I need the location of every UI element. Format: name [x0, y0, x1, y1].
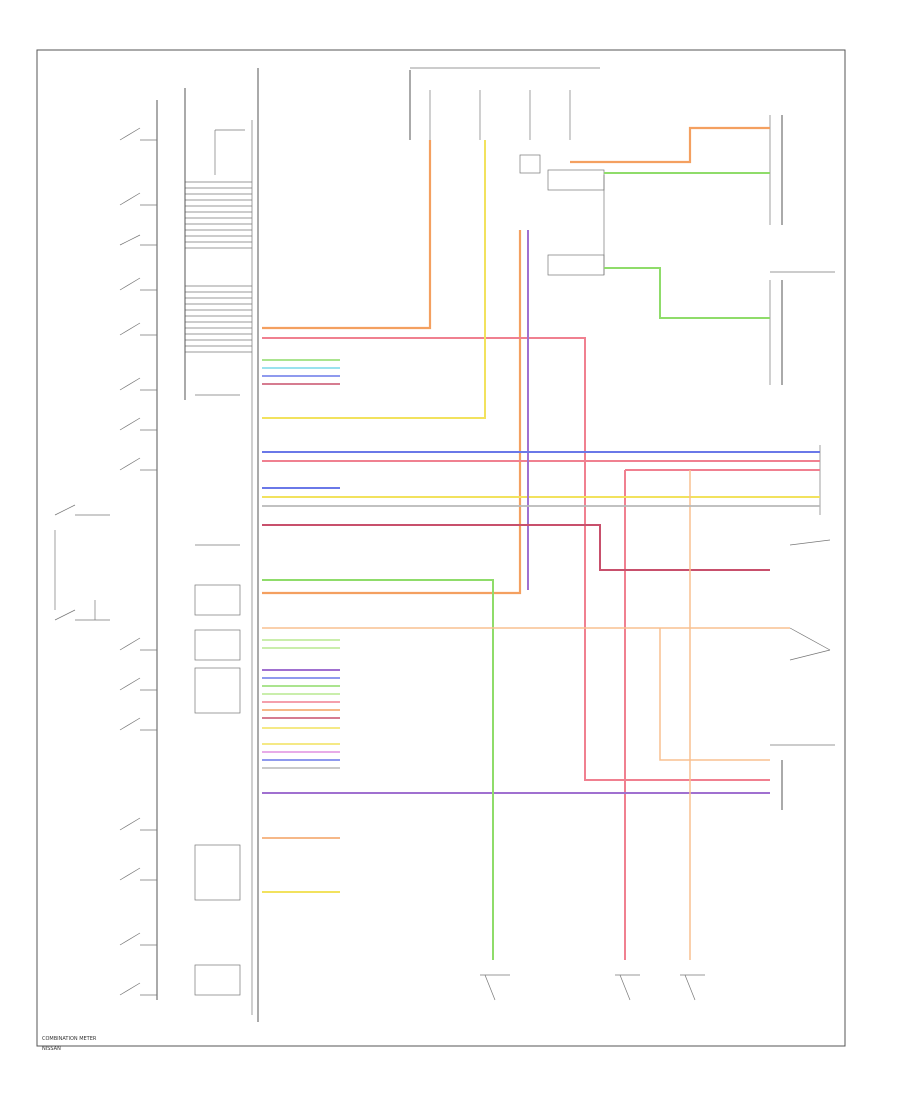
- switch-7: [119, 417, 157, 431]
- footer-caption: COMBINATION METER: [42, 1036, 97, 1042]
- switch-6: [119, 377, 157, 391]
- switch-2: [119, 192, 157, 206]
- switch-5: [119, 322, 157, 336]
- fuse-block: [409, 67, 605, 276]
- switch-14: [119, 817, 157, 831]
- switch-16: [119, 932, 157, 946]
- switch-12: [119, 677, 157, 691]
- switch-10: [54, 609, 110, 621]
- meter-internal-modules: [194, 394, 241, 996]
- switch-9: [54, 504, 110, 516]
- switch-3: [119, 234, 157, 246]
- switch-4: [119, 277, 157, 291]
- wire-blue: [262, 451, 820, 489]
- wire-purple: [262, 230, 770, 794]
- wire-green: [262, 172, 770, 960]
- wire-light-orange: [262, 470, 790, 960]
- right-modules: [480, 115, 835, 1001]
- switch-1: [119, 127, 157, 141]
- meter-pin-bars: [184, 88, 252, 400]
- wire-orange-top: [262, 126, 770, 595]
- wire-short-colored-bundle: [262, 359, 340, 839]
- switch-15: [119, 867, 157, 881]
- left-switches: [54, 127, 157, 996]
- switch-13: [119, 717, 157, 731]
- wire-darkred: [262, 524, 770, 571]
- switch-8: [119, 457, 157, 471]
- footer-sub: NISSAN: [42, 1046, 61, 1052]
- switch-11: [119, 637, 157, 651]
- wire-pink: [262, 337, 820, 960]
- diagram-frame: [36, 49, 846, 1047]
- wire-yellow: [262, 140, 820, 893]
- switch-17: [119, 982, 157, 996]
